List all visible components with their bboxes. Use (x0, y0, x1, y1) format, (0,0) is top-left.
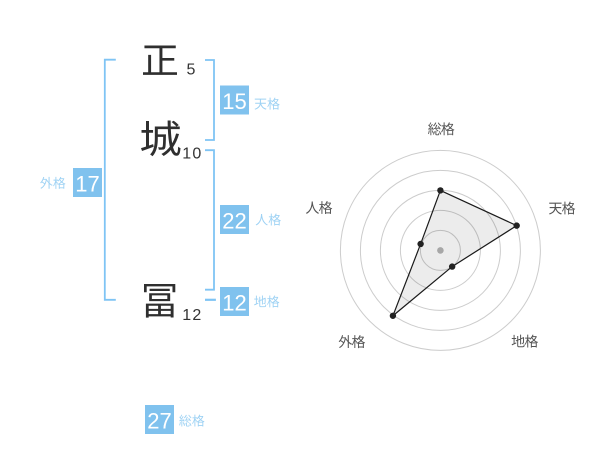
svg-text:12: 12 (222, 290, 246, 315)
svg-text:22: 22 (222, 208, 246, 233)
svg-text:27: 27 (147, 408, 171, 433)
svg-text:15: 15 (222, 89, 246, 114)
svg-text:10: 10 (182, 145, 202, 162)
svg-text:5: 5 (187, 62, 197, 79)
svg-text:12: 12 (182, 307, 202, 324)
svg-text:17: 17 (75, 171, 99, 196)
